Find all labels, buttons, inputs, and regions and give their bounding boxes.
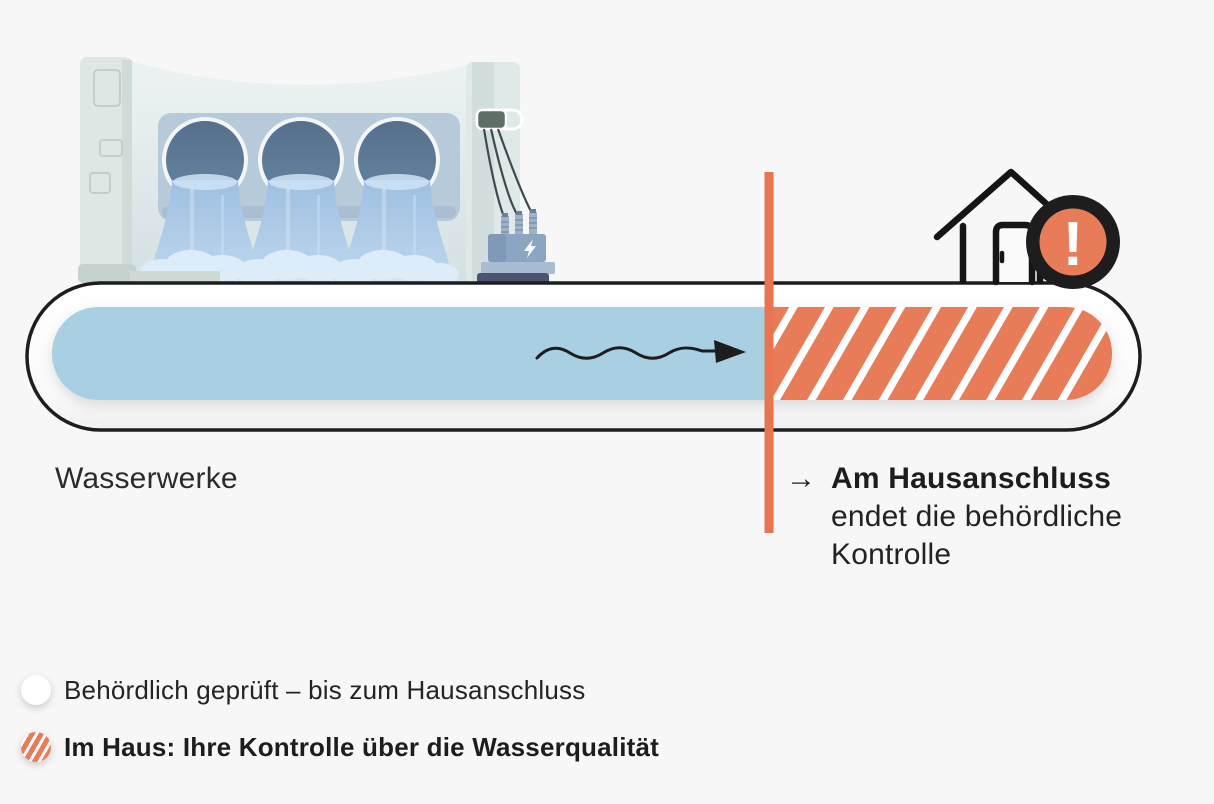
flow-arrow-icon <box>535 340 746 363</box>
legend-label: Im Haus: Ihre Kontrolle über die Wasserq… <box>64 732 659 762</box>
dam-ledge <box>78 264 136 283</box>
dam-left-pillar <box>80 57 132 283</box>
annotation-line3: Kontrolle <box>831 538 952 571</box>
boundary-line <box>764 172 774 533</box>
annotation-title: Am Hausanschluss <box>831 462 1111 495</box>
pipe-fill-blue <box>52 307 770 400</box>
pipe-fill-hatched <box>770 307 1112 400</box>
lightning-bolt-icon <box>524 239 536 258</box>
dam-ledge-2 <box>130 271 220 283</box>
orange-hatched-dot-icon <box>21 732 51 762</box>
waterworks-illustration <box>78 57 555 296</box>
transformer-insulators <box>501 209 537 235</box>
arrow-right-icon: → <box>786 462 816 495</box>
hausanschluss-annotation: → Am Hausanschluss endet die behördliche… <box>786 460 1122 574</box>
annotation-line2: endet die behördliche <box>831 500 1123 533</box>
legend: Behördlich geprüft – bis zum Hausanschlu… <box>21 674 659 763</box>
white-dot-icon <box>21 675 51 705</box>
alert-exclamation: ! <box>1063 210 1084 279</box>
legend-item-im-haus: Im Haus: Ihre Kontrolle über die Wasserq… <box>21 731 659 763</box>
legend-item-behoerdlich: Behördlich geprüft – bis zum Hausanschlu… <box>21 674 659 706</box>
waterworks-label: Wasserwerke <box>55 462 238 495</box>
alert-badge-icon: ! <box>1026 195 1120 289</box>
legend-label: Behördlich geprüft – bis zum Hausanschlu… <box>64 675 586 705</box>
annotation-text: Am Hausanschluss endet die behördliche K… <box>831 460 1122 574</box>
supply-pipe <box>25 281 1142 432</box>
